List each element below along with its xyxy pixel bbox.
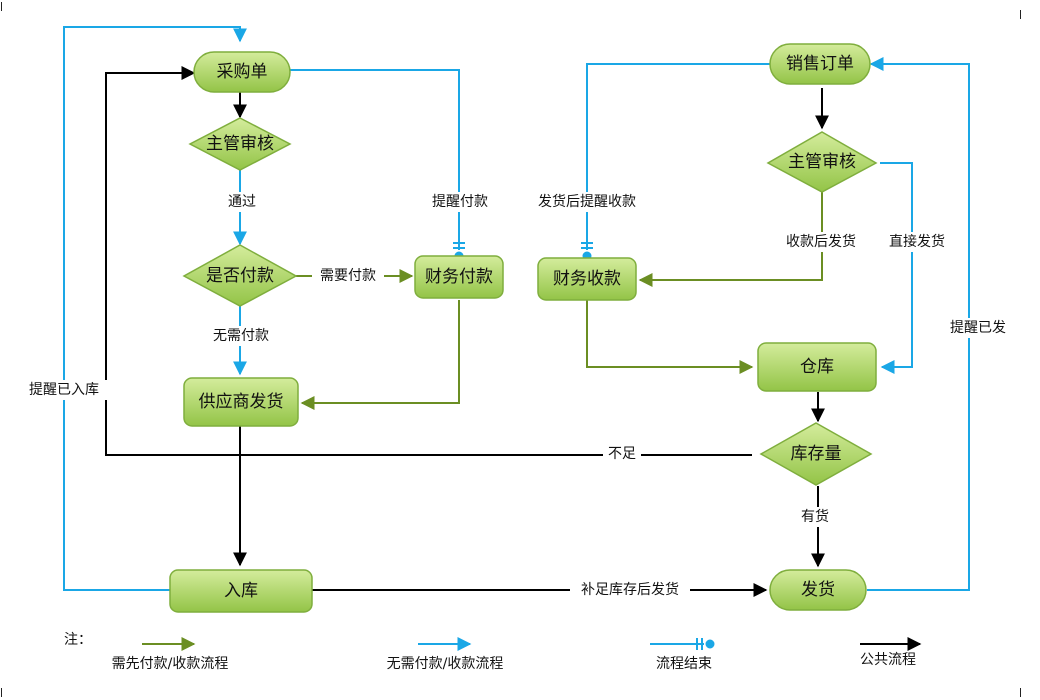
node-finance-receipt-shape	[537, 257, 637, 301]
corner-mark-bottom-left	[1, 688, 2, 697]
corner-mark-top-right	[1020, 10, 1021, 19]
edge-direct-ship	[880, 162, 913, 374]
node-ship: 发货	[801, 580, 835, 600]
edge-remind-stock-in	[63, 26, 247, 591]
legend-end-marker	[650, 638, 715, 650]
edge-remind-receipt	[586, 63, 770, 250]
legend-label-public-flow: 公共流程	[860, 652, 916, 668]
node-need-payment-shape	[182, 244, 298, 307]
node-supplier-ship-shape	[183, 377, 299, 427]
node-supervisor-review-right-shape	[766, 131, 878, 193]
node-sales-order-shape	[769, 43, 871, 85]
node-supervisor-review-left-shape	[188, 117, 292, 171]
legend-label-need-pay-first: 需先付款/收款流程	[112, 656, 229, 672]
node-need-payment: 是否付款	[206, 266, 274, 286]
edge-remind-pay	[290, 69, 460, 250]
edge-finance-pay-to-supplier	[300, 300, 460, 410]
node-supervisor-review-left: 主管审核	[206, 134, 274, 154]
label-ship-after-receipt: 收款后发货	[786, 233, 856, 250]
label-direct-ship: 直接发货	[889, 233, 945, 250]
legend-label-no-need-pay: 无需付款/收款流程	[387, 656, 504, 672]
node-stock-quantity-shape	[759, 422, 873, 486]
node-finance-payment: 财务付款	[425, 267, 493, 287]
node-supervisor-review-right: 主管审核	[788, 152, 856, 172]
node-purchase-order-shape	[193, 51, 291, 93]
label-insufficient: 不足	[608, 446, 636, 462]
node-stock-in-shape	[169, 569, 313, 613]
label-in-stock: 有货	[801, 508, 829, 525]
node-finance-payment-shape	[414, 255, 504, 299]
node-purchase-order: 采购单	[217, 62, 268, 82]
label-remind-receipt-after-ship: 发货后提醒收款	[538, 193, 636, 210]
legend-title: 注：	[64, 632, 92, 648]
node-warehouse: 仓库	[800, 357, 834, 377]
label-need-pay: 需要付款	[320, 268, 376, 284]
legend-label-process-end: 流程结束	[656, 656, 712, 672]
edge-insufficient-loop	[105, 66, 752, 457]
node-sales-order: 销售订单	[786, 54, 854, 74]
edge-receipt-to-warehouse	[586, 300, 754, 374]
node-stock-in: 入库	[224, 581, 258, 601]
edge-ship-after-receipt	[638, 192, 823, 287]
label-remind-stock-in: 提醒已入库	[29, 382, 99, 398]
corner-mark-top-left	[1, 2, 2, 11]
node-supplier-ship: 供应商发货	[199, 392, 284, 412]
label-remind-shipped: 提醒已发	[950, 320, 1006, 336]
legend: 注： 需先付款/收款流程 无需付款/收款流程 流程结束 公共流程	[64, 632, 922, 672]
corner-mark-bottom-right	[1020, 688, 1021, 697]
node-stock-quantity: 库存量	[791, 444, 842, 464]
label-passed: 通过	[228, 194, 256, 210]
label-remind-pay: 提醒付款	[432, 194, 488, 210]
node-finance-receipt: 财务收款	[553, 269, 621, 289]
node-ship-shape	[769, 569, 867, 611]
label-no-need-pay: 无需付款	[213, 328, 269, 344]
label-replenish-then-ship: 补足库存后发货	[581, 581, 679, 598]
node-warehouse-shape	[757, 342, 877, 392]
